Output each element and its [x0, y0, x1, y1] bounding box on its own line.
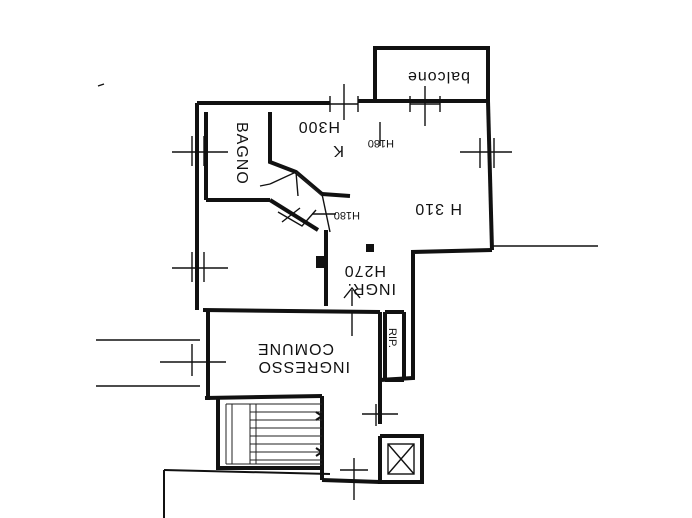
staircase: [225, 403, 324, 465]
label-ingresso: INGR.: [347, 280, 396, 297]
label-living-height: H 310: [414, 200, 462, 217]
label-rip: RIP.: [386, 328, 398, 348]
markers: [316, 122, 381, 306]
interior-walls: [204, 112, 406, 382]
door-swings: [259, 170, 336, 233]
window-marks: [96, 83, 598, 500]
elevator-shaft: [387, 443, 415, 475]
pillar-marker: [366, 244, 374, 252]
label-ingresso-height: H270: [344, 262, 386, 279]
label-ingresso-comune-2: COMUNE: [257, 340, 334, 357]
label-height-small-a: H180: [368, 137, 394, 149]
label-ingresso-comune-1: INGRESSO: [258, 358, 350, 375]
label-kitchen-height: H300: [298, 118, 340, 135]
label-kitchen: K: [332, 142, 344, 159]
label-balcone: balcone: [407, 68, 470, 85]
room-labels: balcone H300 K H180 BAGNO H 310 H180 H27…: [233, 68, 470, 375]
label-bagno: BAGNO: [233, 122, 250, 185]
outer-walls: [163, 46, 494, 518]
label-height-small-b: H180: [334, 209, 360, 221]
pillar-marker: [316, 256, 324, 268]
